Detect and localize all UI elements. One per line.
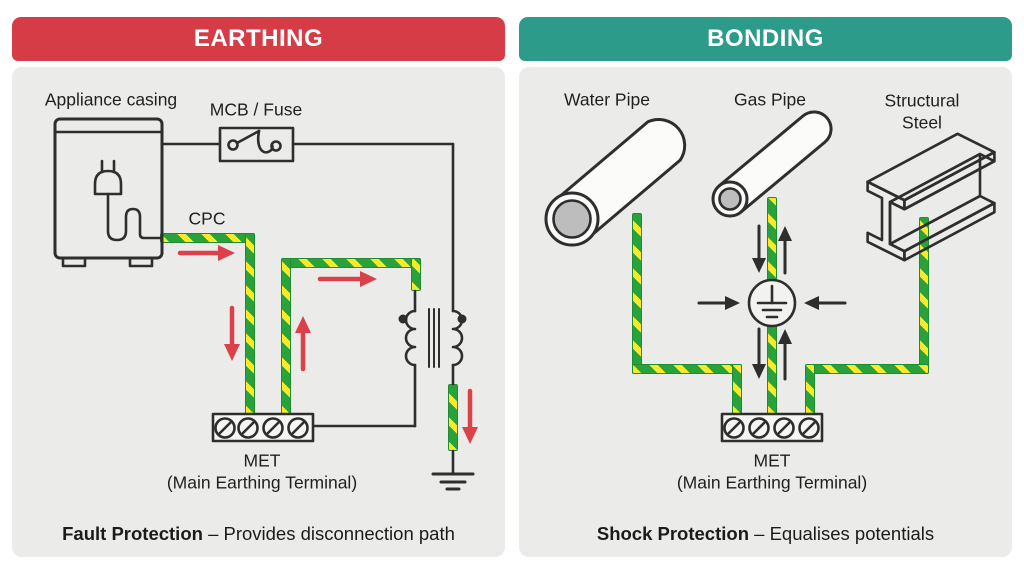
terminal-screw-icon [214, 417, 309, 439]
bonding-caption-rest: – Equalises potentials [754, 523, 935, 544]
circuit-lines [160, 142, 455, 476]
bonding-caption-bold: Shock Protection [596, 523, 749, 544]
arrow-down-icon [752, 327, 766, 379]
appliance-icon [53, 117, 164, 268]
water-pipe-label: Water Pipe [564, 89, 650, 110]
met-sub-label: (Main Earthing Terminal) [676, 472, 868, 493]
plug-icon [93, 159, 164, 242]
arrow-down-icon [752, 224, 766, 273]
arrow-down-icon [224, 305, 240, 361]
bonding-panel: Water Pipe Gas Pipe Structural Steel MET… [519, 67, 1012, 557]
earthing-caption-bold: Fault Protection [62, 523, 203, 544]
earthing-panel: Appliance casing MCB / Fuse CPC MET (Mai… [12, 67, 505, 557]
appliance-label: Appliance casing [44, 89, 178, 110]
arrow-up-icon [295, 316, 311, 372]
bonding-header: BONDING [519, 17, 1012, 61]
cpc-label: CPC [188, 208, 226, 229]
structural-steel-label: Structural Steel [884, 90, 960, 132]
water-pipe-icon [544, 118, 687, 247]
terminal-screw-icon [723, 417, 820, 439]
earthing-header: EARTHING [12, 17, 505, 61]
met-terminal-block [211, 412, 315, 443]
bonding-diagram [544, 110, 996, 443]
arrow-up-icon [778, 329, 792, 381]
bonding-caption: Shock Protection – Equalises potentials [519, 523, 1012, 545]
arrow-up-icon [778, 226, 792, 275]
earthing-title: EARTHING [193, 25, 324, 52]
gas-pipe-icon [711, 110, 833, 218]
ground-icon [431, 472, 475, 491]
earthing-caption-rest: – Provides disconnection path [208, 523, 455, 544]
equalising-arrows [697, 224, 847, 381]
met-label: MET [243, 450, 281, 471]
gas-pipe-label: Gas Pipe [734, 89, 806, 110]
fault-current-arrows [177, 245, 478, 444]
earthing-diagram [53, 117, 478, 491]
earthing-caption: Fault Protection – Provides disconnectio… [12, 523, 505, 545]
structural-steel-icon [866, 132, 996, 262]
met-terminal-block [720, 412, 824, 443]
bonding-title: BONDING [707, 25, 824, 52]
met-sub-label: (Main Earthing Terminal) [166, 472, 358, 493]
mcb-fuse-label: MCB / Fuse [209, 99, 303, 120]
arrow-right-icon [317, 271, 377, 287]
transformer-icon [398, 308, 467, 368]
arrow-right-icon [177, 245, 235, 261]
mcb-fuse-icon [218, 126, 295, 163]
arrow-left-icon [804, 296, 847, 310]
met-label: MET [753, 450, 791, 471]
arrow-down-icon [462, 388, 478, 444]
earth-node-icon [747, 278, 797, 328]
arrow-right-icon [697, 296, 740, 310]
